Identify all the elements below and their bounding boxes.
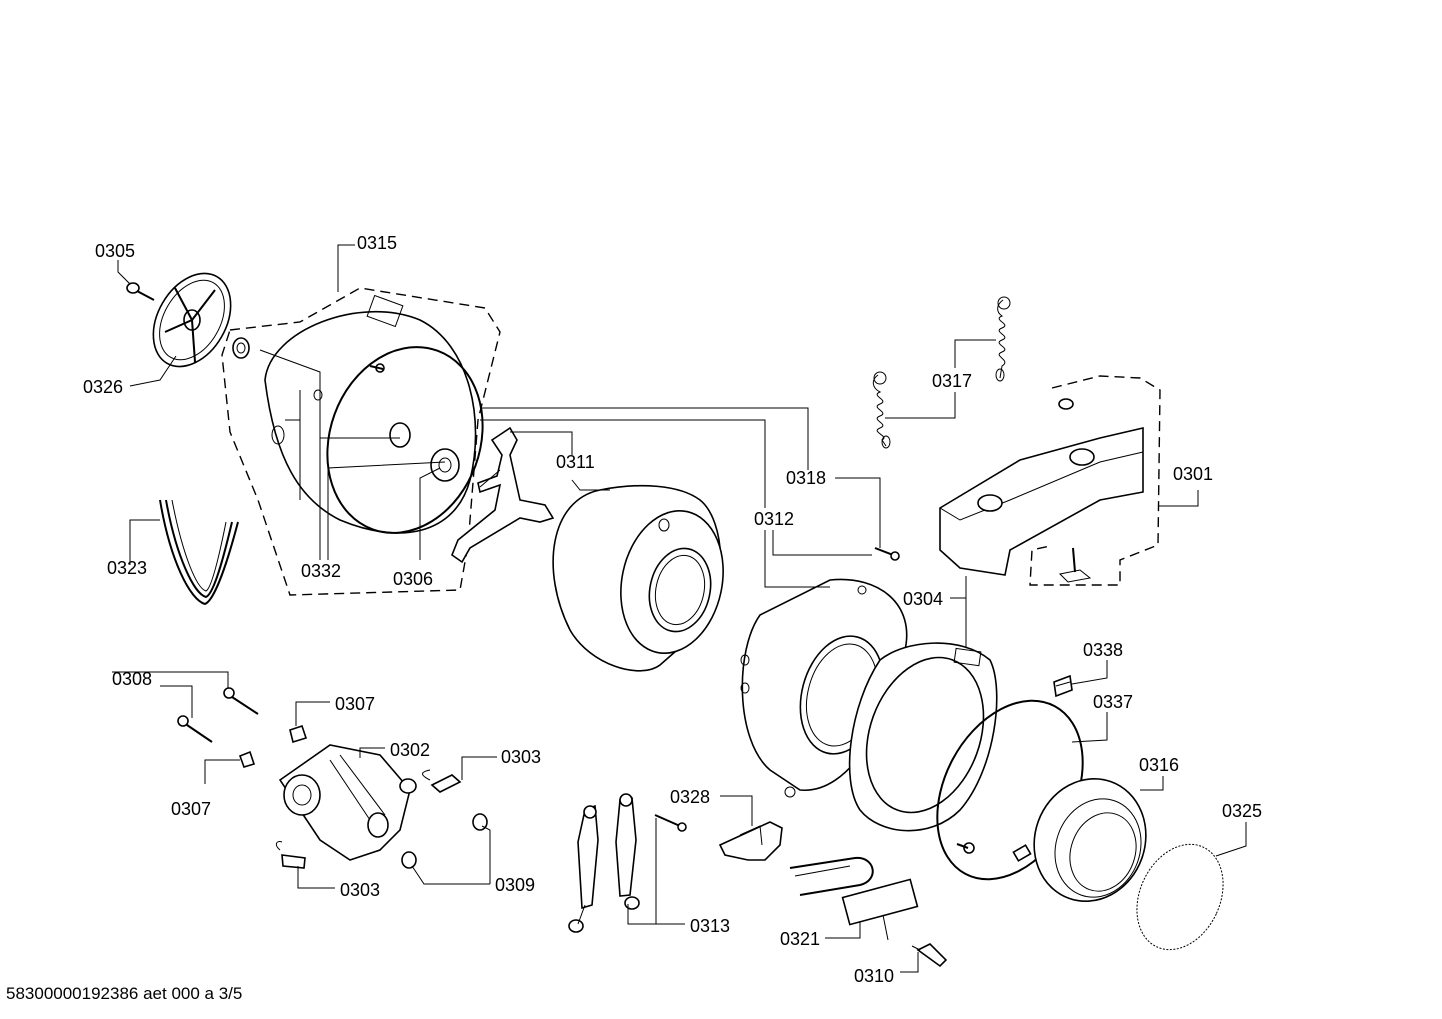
part-0303-brush-top [422,769,462,793]
label-0301: 0301 [1173,464,1213,484]
label-0312: 0312 [754,509,794,529]
label-0311: 0311 [556,452,595,472]
part-0316-door-seal [1033,777,1147,903]
part-0303-brush-bottom [275,841,306,869]
part-0302-motor [278,744,417,861]
part-labels: 0305 0315 0326 0317 0311 0301 0318 0312 … [83,233,1262,986]
part-tub-screw [369,363,385,373]
label-0305: 0305 [95,241,135,261]
part-0318-screw [874,547,900,561]
leader-lines [112,244,1247,973]
label-0321: 0321 [780,929,820,949]
label-0308: 0308 [112,669,152,689]
part-0304-front-ring [848,642,998,832]
part-0310-sensor [911,943,948,968]
label-0310: 0310 [854,966,894,986]
label-0315: 0315 [357,233,397,253]
label-0316: 0316 [1139,755,1179,775]
label-0303-bottom: 0303 [340,880,380,900]
label-0313: 0313 [690,916,730,936]
part-0311-spider-arm [451,426,555,564]
part-0326-pulley [152,272,232,368]
part-0308-screws [177,687,259,743]
label-0309: 0309 [495,875,535,895]
part-0338-clip [1053,674,1073,698]
part-0307-top [289,724,308,744]
label-0303-top: 0303 [501,747,541,767]
part-0315-rear-tub [221,287,501,596]
part-0309-bushes [401,813,488,869]
label-0307-bottom: 0307 [171,799,211,819]
label-0325: 0325 [1222,801,1262,821]
part-0321-heater [789,856,919,941]
part-0305-screw [126,282,155,301]
label-0306: 0306 [393,569,433,589]
part-0311-drum [552,484,724,672]
document-id-footer: 58300000192386 aet 000 a 3/5 [6,984,242,1003]
label-0332: 0332 [301,561,341,581]
label-0317: 0317 [932,371,972,391]
label-0304: 0304 [903,589,943,609]
part-0323-belt [159,499,239,606]
label-0318: 0318 [786,468,826,488]
part-0313-dampers [568,793,687,933]
part-0317-springs [872,296,1011,449]
label-0307-top: 0307 [335,694,375,714]
part-0325-spring-clamp [1136,843,1224,951]
label-0328: 0328 [670,787,710,807]
label-0338: 0338 [1083,640,1123,660]
label-0302: 0302 [390,740,430,760]
part-0307-bottom [238,750,256,768]
part-bearing-ring [232,337,250,359]
part-0328-holder [718,821,783,861]
label-0326: 0326 [83,377,123,397]
label-0323: 0323 [107,558,147,578]
label-0337: 0337 [1093,692,1133,712]
part-0301-counterweight [939,375,1161,586]
